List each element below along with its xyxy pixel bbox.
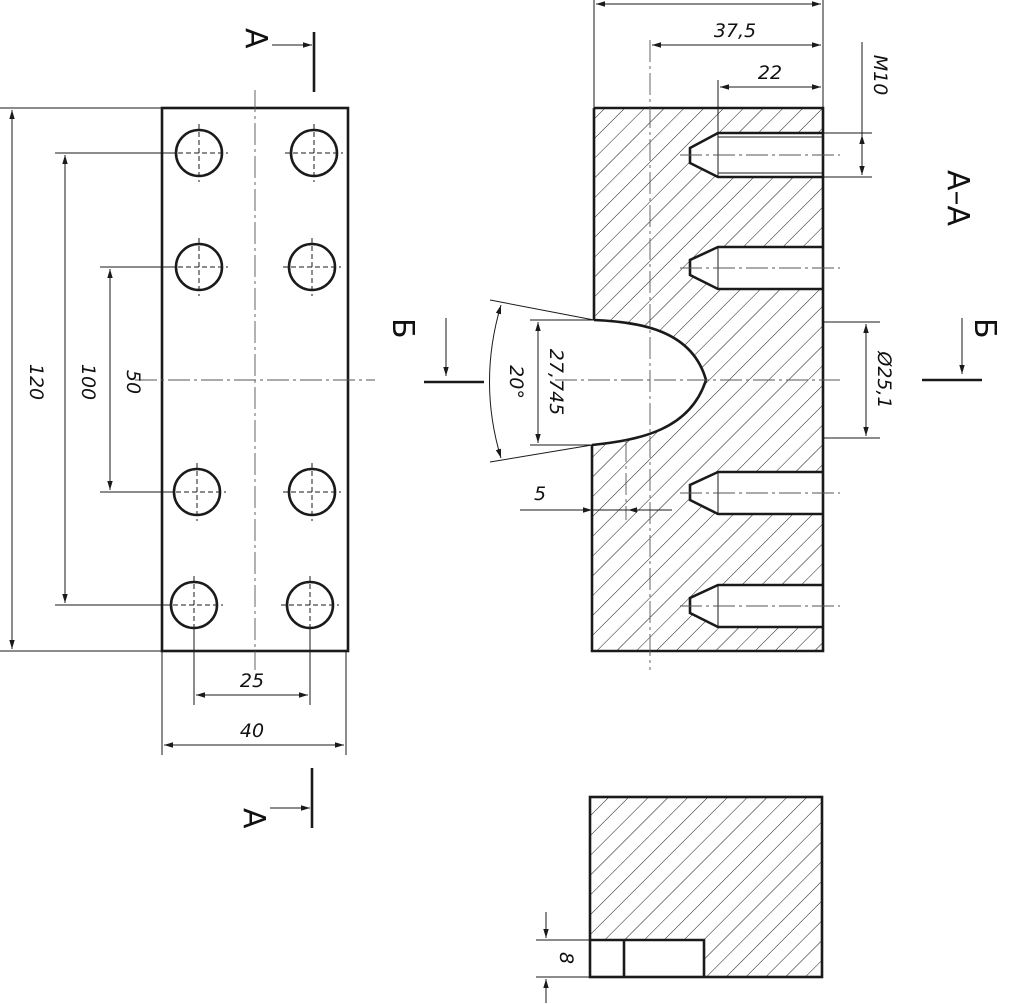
cut-mark-b-right: Б xyxy=(922,318,1002,382)
dim-flare-angle: 20° xyxy=(505,365,527,399)
dim-outer-pitch: 100 xyxy=(77,364,99,400)
section-mark-a-bottom: А xyxy=(236,808,271,829)
section-mark-a-top: А xyxy=(238,28,273,49)
section-b-body xyxy=(590,797,822,977)
dim-hole-depth: 22 xyxy=(758,62,782,84)
dim-thread: M10 xyxy=(869,55,891,96)
dim-arc-flare-angle xyxy=(489,304,502,459)
section-view-b-b: 8 xyxy=(536,795,824,1003)
section-mark-b-left: Б xyxy=(385,318,420,339)
dim-centerline-depth: 37,5 xyxy=(714,20,756,42)
dim-total-length: 120 xyxy=(25,364,47,400)
dim-hole-spacing: 25 xyxy=(240,670,264,692)
hole-pattern xyxy=(165,124,343,634)
cut-mark-b-left: Б xyxy=(385,318,484,384)
cut-mark-a-top: А xyxy=(238,28,316,92)
dim-slot-depth: 8 xyxy=(555,952,577,964)
dim-flare-width: 27,745 xyxy=(545,349,567,415)
section-title: А–А xyxy=(940,170,975,227)
cut-mark-a-bottom: А xyxy=(236,768,314,829)
section-view-a-a: 37,5 22 M10 Ø25,1 27,745 20° xyxy=(385,0,1002,670)
section-body xyxy=(592,108,823,651)
dim-offset: 5 xyxy=(534,483,546,505)
section-mark-b-right: Б xyxy=(967,318,1002,339)
dim-bore-diameter: Ø25,1 xyxy=(873,350,895,408)
plan-view: 120 100 50 25 40 А А xyxy=(0,28,375,829)
dim-width: 40 xyxy=(240,720,264,742)
dim-inner-pitch: 50 xyxy=(122,370,144,394)
